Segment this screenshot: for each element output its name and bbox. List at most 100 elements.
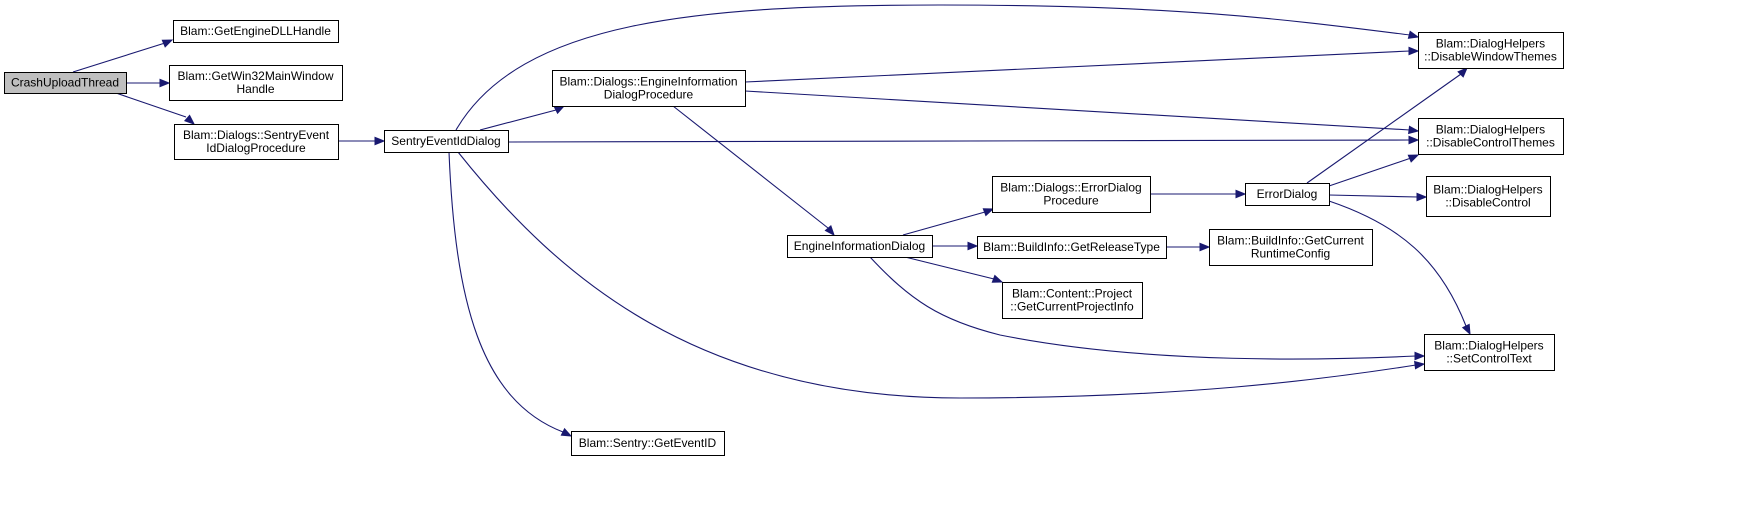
node-box <box>552 70 746 107</box>
node-label: Blam::DialogHelpers <box>1433 183 1542 197</box>
node-label: ::SetControlText <box>1446 352 1532 366</box>
edge-line <box>115 92 187 118</box>
edge-line <box>507 139 1411 143</box>
node-label: ::DisableControlThemes <box>1426 136 1555 150</box>
node-box <box>1418 118 1564 155</box>
node-label: Blam::Dialogs::SentryEvent <box>183 128 330 142</box>
edge-engine-information-dialog-to-get-current-project-info <box>904 256 1004 283</box>
node-disable-control[interactable]: Blam::DialogHelpers::DisableControl <box>1426 176 1551 217</box>
node-label: DialogProcedure <box>604 88 694 102</box>
node-label: ::DisableWindowThemes <box>1424 50 1557 64</box>
arrowhead-icon <box>1414 360 1426 370</box>
edge-line <box>455 4 1411 131</box>
arrowhead-icon <box>560 427 573 437</box>
node-label: Blam::Dialogs::ErrorDialog <box>1000 181 1141 195</box>
edge-sentry-event-id-dialog-to-engine-information-dialog-procedure <box>479 105 566 131</box>
arrowhead-icon <box>1235 189 1247 199</box>
edge-engine-information-dialog-to-get-release-type <box>932 241 979 251</box>
edge-sentry-event-id-dialog-to-set-control-text <box>457 151 1426 399</box>
arrowhead-icon <box>161 39 174 48</box>
arrowhead-icon <box>159 78 171 88</box>
node-error-dialog[interactable]: ErrorDialog <box>1245 183 1330 206</box>
edge-line <box>457 151 1417 399</box>
edge-error-dialog-to-disable-control-themes <box>1328 154 1420 187</box>
edge-line <box>904 256 995 280</box>
node-get-release-type[interactable]: Blam::BuildInfo::GetReleaseType <box>977 236 1167 259</box>
node-get-event-id[interactable]: Blam::Sentry::GetEventID <box>571 431 725 456</box>
edge-engine-information-dialog-procedure-to-disable-window-themes <box>744 46 1420 83</box>
arrowhead-icon <box>991 274 1004 283</box>
edge-line <box>479 109 557 131</box>
edge-sentry-event-id-dialog-procedure-to-sentry-event-id-dialog <box>338 136 386 146</box>
node-box <box>1426 176 1551 217</box>
edge-error-dialog-procedure-to-error-dialog <box>1150 189 1247 199</box>
node-get-engine-dll-handle[interactable]: Blam::GetEngineDLLHandle <box>173 20 339 43</box>
node-box <box>384 130 509 153</box>
arrowhead-icon <box>1408 46 1420 56</box>
node-set-control-text[interactable]: Blam::DialogHelpers::SetControlText <box>1424 334 1555 371</box>
node-disable-window-themes[interactable]: Blam::DialogHelpers::DisableWindowThemes <box>1418 32 1564 69</box>
edge-engine-information-dialog-procedure-to-engine-information-dialog <box>672 105 835 237</box>
node-get-current-project-info[interactable]: Blam::Content::Project::GetCurrentProjec… <box>1002 282 1143 319</box>
edge-engine-information-dialog-to-set-control-text <box>869 256 1426 361</box>
node-sentry-event-id-dialog[interactable]: SentryEventIdDialog <box>384 130 509 153</box>
node-box <box>992 176 1151 213</box>
node-box <box>1209 229 1373 266</box>
node-crash-upload-thread[interactable]: CrashUploadThread <box>4 72 127 94</box>
edge-line <box>744 90 1411 131</box>
edge-crash-upload-thread-to-get-win32-main-window-handle <box>126 78 171 88</box>
node-box <box>173 20 339 43</box>
node-box <box>1245 183 1330 206</box>
edge-error-dialog-to-set-control-text <box>1328 200 1471 336</box>
edge-line <box>902 211 986 236</box>
node-label: Blam::Content::Project <box>1012 287 1133 301</box>
arrowhead-icon <box>1407 30 1420 39</box>
call-edges <box>72 4 1471 437</box>
arrowhead-icon <box>967 241 979 251</box>
arrowhead-icon <box>1414 351 1426 361</box>
edge-error-dialog-to-disable-control <box>1328 192 1428 202</box>
edge-sentry-event-id-dialog-to-disable-window-themes <box>455 4 1420 131</box>
node-label: IdDialogProcedure <box>206 141 306 155</box>
arrowhead-icon <box>1416 192 1428 202</box>
node-box <box>977 236 1167 259</box>
arrowhead-icon <box>1457 67 1468 78</box>
node-label: RuntimeConfig <box>1251 247 1330 261</box>
arrowhead-icon <box>183 114 196 125</box>
edge-line <box>744 50 1411 83</box>
node-label: Blam::Dialogs::EngineInformation <box>559 75 737 89</box>
node-label: Handle <box>236 82 274 96</box>
edge-line <box>672 105 829 229</box>
node-label: Blam::GetWin32MainWindow <box>177 69 333 83</box>
edge-line <box>869 256 1417 360</box>
edge-engine-information-dialog-to-error-dialog-procedure <box>902 208 995 236</box>
node-label: Blam::DialogHelpers <box>1436 123 1545 137</box>
arrowhead-icon <box>1461 323 1471 336</box>
edge-line <box>1306 73 1462 184</box>
arrowhead-icon <box>374 136 386 146</box>
node-label: Blam::BuildInfo::GetCurrent <box>1217 234 1364 248</box>
node-label: EngineInformationDialog <box>794 239 925 253</box>
node-label: Blam::DialogHelpers <box>1434 339 1543 353</box>
edge-get-release-type-to-get-current-runtime-config <box>1166 242 1211 252</box>
arrowhead-icon <box>1408 125 1420 135</box>
node-label: ::DisableControl <box>1445 196 1530 210</box>
node-engine-information-dialog[interactable]: EngineInformationDialog <box>787 235 933 258</box>
arrowhead-icon <box>1407 154 1420 163</box>
edge-line <box>72 42 166 73</box>
edge-sentry-event-id-dialog-to-get-event-id <box>448 151 573 437</box>
node-engine-information-dialog-procedure[interactable]: Blam::Dialogs::EngineInformationDialogPr… <box>552 70 746 107</box>
node-label: CrashUploadThread <box>11 76 119 90</box>
edge-crash-upload-thread-to-sentry-event-id-dialog-procedure <box>115 92 196 125</box>
edge-crash-upload-thread-to-get-engine-dll-handle <box>72 39 174 73</box>
arrowhead-icon <box>1408 135 1420 145</box>
edge-engine-information-dialog-procedure-to-disable-control-themes <box>744 90 1420 135</box>
node-disable-control-themes[interactable]: Blam::DialogHelpers::DisableControlTheme… <box>1418 118 1564 155</box>
node-label: Blam::GetEngineDLLHandle <box>180 24 331 38</box>
node-sentry-event-id-dialog-procedure[interactable]: Blam::Dialogs::SentryEventIdDialogProced… <box>174 124 339 160</box>
node-label: Blam::Sentry::GetEventID <box>579 436 717 450</box>
